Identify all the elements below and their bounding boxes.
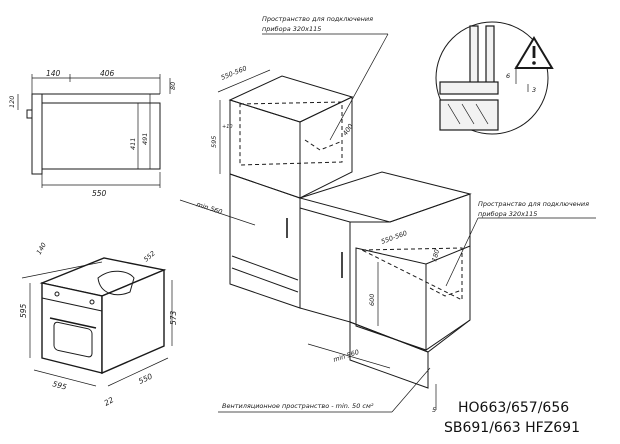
model-line-1: HO663/657/656 xyxy=(458,400,569,416)
iso-top-cutout xyxy=(97,270,135,296)
warning-triangle-icon xyxy=(514,36,554,69)
lower-niche-opening xyxy=(355,247,427,351)
iso-dim-595-h: 595 xyxy=(19,303,28,318)
lower-dim-180: 180 xyxy=(430,248,441,262)
upper-niche-top xyxy=(228,75,354,123)
side-front-panel xyxy=(31,93,43,175)
iso-dim-573: 573 xyxy=(169,310,178,325)
detail-dim-3: 3 xyxy=(532,86,536,94)
side-knob xyxy=(26,109,33,119)
side-dim-491: 491 xyxy=(141,133,149,145)
detail-outline xyxy=(435,21,549,135)
iso-oven: 140 552 595 573 595 550 22 xyxy=(19,241,178,407)
side-dim-80: 80 xyxy=(169,82,177,90)
upper-dim-595: 595 xyxy=(210,136,218,148)
lower-dim-600: 600 xyxy=(368,294,376,306)
note-connection-top-line1: Пространство для подключения xyxy=(262,15,373,23)
side-dim-140: 140 xyxy=(46,69,61,78)
upper-niche-side xyxy=(299,96,353,199)
upper-dim-595-tol: +10 xyxy=(222,124,233,130)
upper-dim-min560: min 560 xyxy=(195,200,223,216)
knob-right xyxy=(89,299,95,305)
iso-dim-550: 550 xyxy=(137,372,154,386)
upper-dim-550-560: 550-560 xyxy=(220,64,248,82)
detail-worktop xyxy=(439,81,499,95)
upper-dim-400: 400 xyxy=(341,122,355,137)
note-connection-top-line2: прибора 320х115 xyxy=(262,25,321,33)
note-connection-right-line2: прибора 320х115 xyxy=(478,210,537,218)
iso-dim-140: 140 xyxy=(35,241,48,256)
cabinet-assembly: 550-560 595 +10 400 min 560 550-560 180 … xyxy=(179,64,472,414)
knob-left xyxy=(54,291,60,297)
column-cabinet-front xyxy=(229,173,301,309)
iso-dim-595-w: 595 xyxy=(51,379,67,391)
side-dim-550: 550 xyxy=(92,189,107,198)
oven-window xyxy=(53,321,93,358)
side-view: 140 406 80 120 411 491 550 xyxy=(8,69,177,198)
side-dim-406: 406 xyxy=(100,69,115,78)
oven-handle xyxy=(49,317,97,329)
iso-dim-22: 22 xyxy=(103,395,116,408)
detail-circle: 6 3 xyxy=(435,21,554,135)
iso-dim-552: 552 xyxy=(142,249,157,263)
base-cabinet-top xyxy=(298,171,472,223)
iso-side xyxy=(101,268,165,375)
note-ventilation: Вентиляционное пространство - min. 50 см… xyxy=(222,402,374,410)
side-dim-120: 120 xyxy=(8,96,16,108)
lower-plinth xyxy=(349,321,429,389)
detail-dim-6: 6 xyxy=(506,72,510,80)
lower-dim-5: 5 xyxy=(432,406,436,414)
note-connection-right-line1: Пространство для подключения xyxy=(478,200,589,208)
lower-dim-550-560: 550-560 xyxy=(380,229,408,246)
lower-dim-min560: min 560 xyxy=(332,348,360,364)
side-dim-411: 411 xyxy=(129,138,137,150)
model-line-2: SB691/663 HFZ691 xyxy=(444,420,580,436)
